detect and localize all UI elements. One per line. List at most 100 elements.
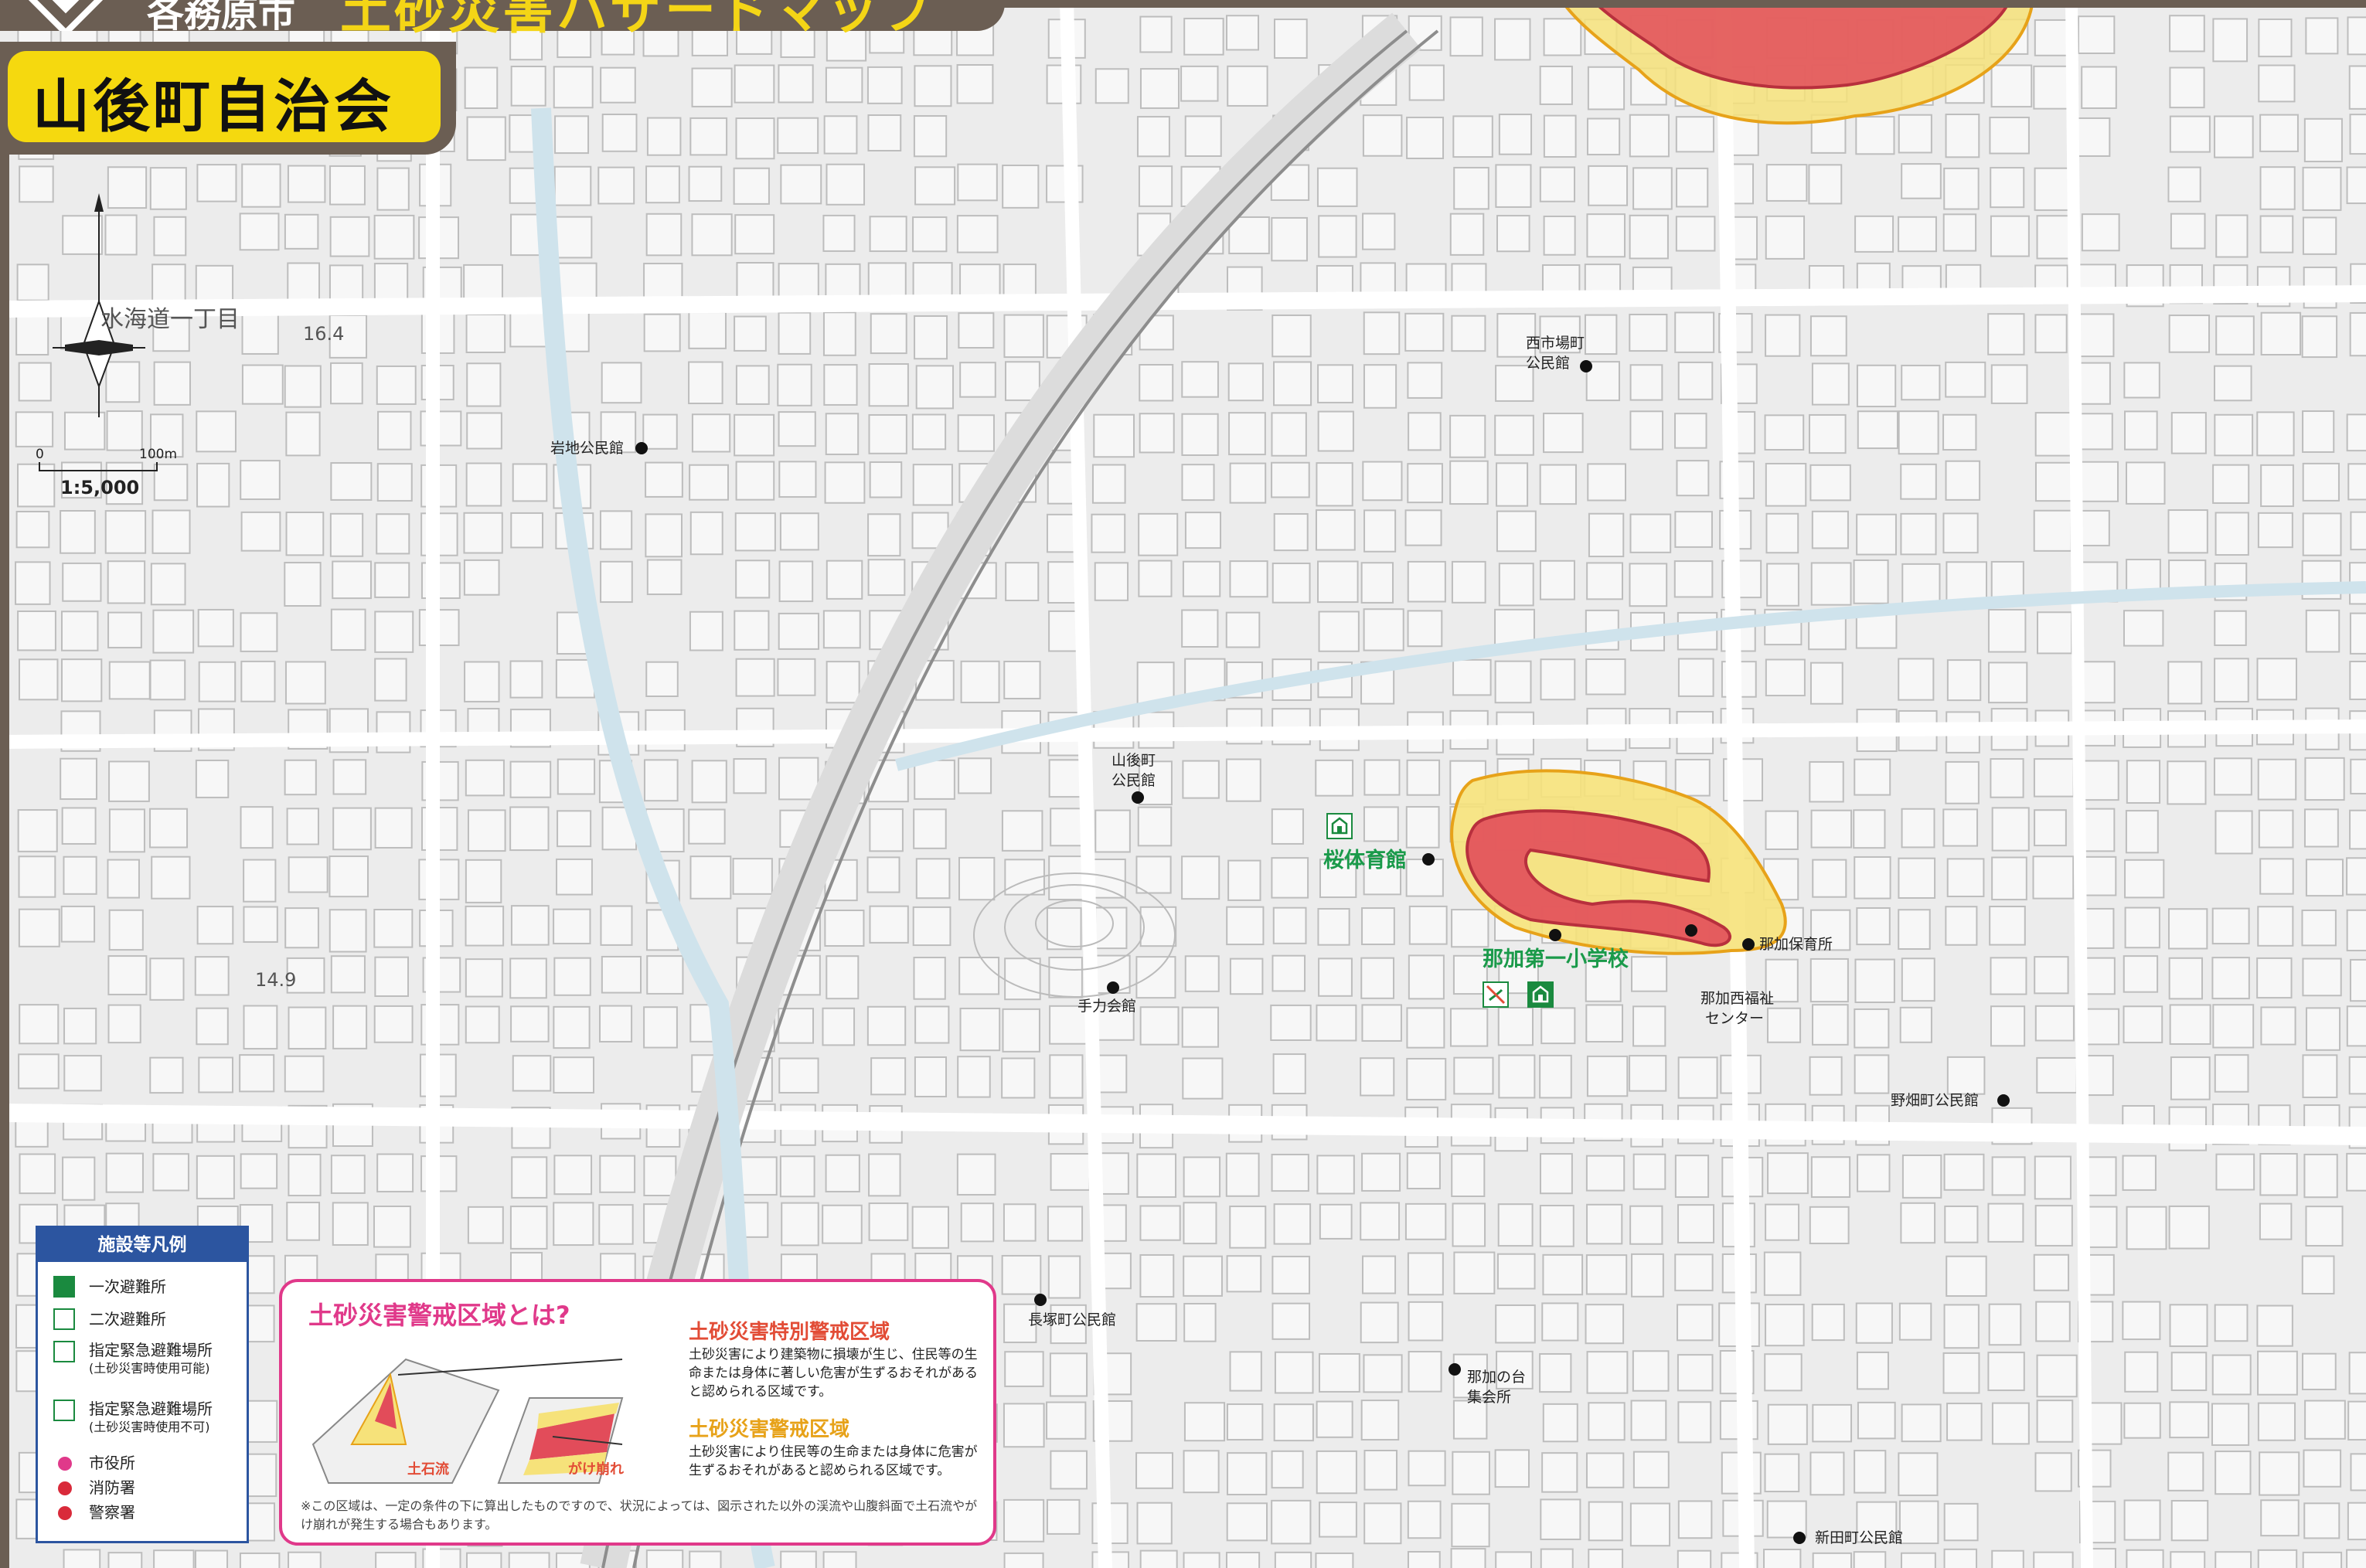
building-block [194, 956, 230, 996]
building-block [329, 855, 369, 898]
building-block [778, 411, 816, 447]
facility-dot[interactable] [1422, 853, 1435, 866]
building-block [2126, 760, 2161, 804]
building-block [1047, 1255, 1081, 1299]
building-block [734, 610, 770, 651]
building-block [464, 66, 499, 110]
building-block [1585, 1304, 1625, 1345]
building-block [1900, 1552, 1936, 1568]
building-block [1674, 1155, 1710, 1198]
building-block [1809, 760, 1844, 803]
facility-dot[interactable] [1034, 1294, 1047, 1306]
building-block [2169, 115, 2211, 153]
building-block [149, 659, 186, 701]
building-block [373, 263, 409, 301]
facility-dot[interactable] [1997, 1094, 2010, 1107]
building-block [866, 1005, 907, 1046]
building-block [2259, 1202, 2293, 1240]
building-block [1136, 1502, 1173, 1545]
building-block [553, 957, 591, 996]
building-block [1542, 1403, 1578, 1443]
facility-dot[interactable] [1449, 1363, 1461, 1376]
building-block [2348, 1056, 2366, 1095]
building-block [1812, 1403, 1853, 1443]
building-block [2214, 1304, 2249, 1342]
building-block [1677, 1401, 1712, 1444]
building-block [1898, 1500, 1939, 1545]
primary-shelter-icon[interactable] [1527, 981, 1554, 1008]
building-block [1543, 412, 1584, 454]
building-block [2170, 1499, 2209, 1542]
building-block [914, 315, 948, 360]
building-block [1228, 412, 1266, 456]
building-block [914, 166, 956, 206]
building-block [1810, 809, 1853, 849]
facility-dot[interactable] [635, 442, 648, 454]
building-block [105, 1152, 144, 1193]
building-block [958, 312, 995, 349]
building-block [736, 262, 774, 299]
building-block [1495, 1304, 1536, 1344]
building-block [1182, 1057, 1224, 1100]
building-block [1765, 462, 1807, 507]
building-block [1316, 167, 1358, 207]
building-block [330, 1155, 366, 1194]
facility-dot[interactable] [1549, 929, 1561, 941]
building-block [1272, 1053, 1306, 1095]
building-block [1318, 611, 1360, 652]
building-block [2260, 1499, 2300, 1537]
facility-dot[interactable] [1580, 360, 1592, 372]
facility-dot[interactable] [1793, 1532, 1806, 1544]
building-block [2304, 757, 2345, 801]
building-block [1675, 116, 1714, 153]
building-block [1408, 1351, 1442, 1393]
building-block [1811, 510, 1849, 549]
building-block [1226, 1452, 1268, 1495]
building-block [1494, 1449, 1530, 1488]
building-block [1587, 66, 1626, 111]
building-block [1361, 1004, 1402, 1042]
building-block [553, 1005, 591, 1049]
building-block [826, 163, 866, 206]
building-block [375, 1552, 417, 1568]
building-block [1184, 955, 1220, 992]
building-block [1543, 114, 1577, 158]
building-block [1857, 410, 1898, 450]
building-block [822, 610, 861, 649]
building-block [63, 855, 97, 895]
building-block [553, 66, 594, 109]
facility-dot[interactable] [1132, 791, 1144, 804]
building-block [1408, 412, 1442, 451]
building-block [1632, 1350, 1670, 1392]
facility-dot[interactable] [1107, 981, 1119, 994]
building-block [1809, 315, 1847, 357]
building-block [1943, 1502, 1979, 1542]
building-block [151, 264, 186, 302]
facility-dot[interactable] [1685, 924, 1697, 937]
building-block [1677, 1204, 1715, 1243]
secondary-shelter-icon[interactable] [1326, 813, 1353, 839]
naka-west-welfare-center-label-1: 那加西福祉 [1700, 990, 1775, 1007]
building-block [2349, 809, 2366, 850]
building-block [1316, 1400, 1353, 1438]
building-block [1183, 1552, 1220, 1568]
building-block [1135, 1303, 1177, 1342]
building-block [1093, 1005, 1135, 1041]
building-block [198, 1056, 233, 1094]
emergency-site-unusable-icon[interactable] [1483, 981, 1509, 1008]
building-block [285, 411, 321, 457]
building-block [1543, 215, 1576, 256]
building-block [1586, 562, 1624, 600]
building-block [465, 958, 503, 998]
facility-dot[interactable] [1742, 938, 1755, 951]
building-block [1898, 114, 1932, 154]
hazard-zone-explanation: 土砂災害警戒区域とは? 土石流 がけ崩れ 土砂災害特別警戒区域 土砂災害により建… [279, 1279, 996, 1546]
building-block [1854, 1008, 1890, 1049]
building-block [2214, 413, 2254, 457]
legend-primary-shelter: 一次避難所 [89, 1277, 166, 1296]
building-block [1184, 512, 1222, 549]
building-block [2214, 610, 2247, 646]
building-block [2303, 808, 2339, 848]
building-block [2077, 509, 2110, 546]
building-block [646, 559, 683, 596]
